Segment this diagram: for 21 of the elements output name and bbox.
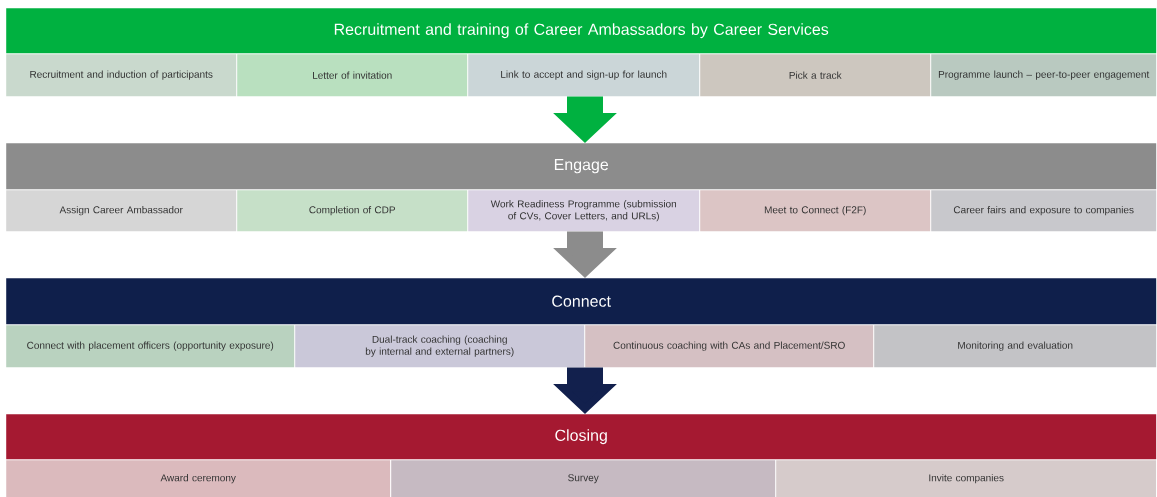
header-band: Connect [6,278,1157,325]
step-cell: Recruitment and induction of participants [6,54,237,97]
step-cell: Pick a track [700,54,931,97]
step-cell: Award ceremony [6,460,391,497]
step-cell: Connect with placement officers (opportunity exposure) [6,325,295,368]
step-cell: Dual-track coaching (coaching by internal and external partners) [295,325,585,368]
header-band: Closing [6,414,1157,460]
step-cell: Programme launch – peer-to-peer engagement [931,54,1157,97]
step-cell: Career fairs and exposure to companies [931,190,1157,232]
step-cell: Continuous coaching with CAs and Placement/SRO [585,325,874,368]
step-cell: Assign Career Ambassador [6,190,237,232]
step-cell: Link to accept and sign-up for launch [468,54,700,97]
step-cell: Meet to Connect (F2F) [700,190,931,232]
step-cell: Monitoring and evaluation [874,325,1157,368]
step-cell: Work Readiness Programme (submission of CVs, Cover Letters, and URLs) [468,190,700,232]
step-cell: Letter of invitation [237,54,468,97]
step-cell: Survey [391,460,776,497]
step-cell: Completion of CDP [237,190,468,232]
header-band: Recruitment and training of Career Ambassadors by Career Services [6,8,1157,54]
step-cell: Invite companies [776,460,1157,497]
header-band: Engage [6,143,1157,190]
